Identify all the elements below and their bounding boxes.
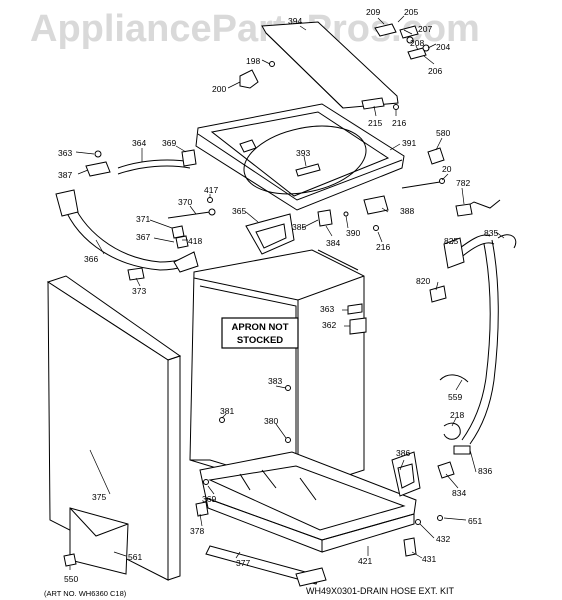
pump-bracket — [391, 451, 421, 497]
callout-367: 367 — [136, 232, 150, 242]
callout-782: 782 — [456, 178, 470, 188]
apron-note-line-2: STOCKED — [237, 335, 283, 346]
callout-205: 205 — [404, 7, 418, 17]
callout-834: 834 — [452, 488, 466, 498]
callout-378: 378 — [190, 526, 204, 536]
callout-387: 387 — [58, 170, 72, 180]
top-cover — [195, 103, 405, 211]
callout-825: 825 — [444, 236, 458, 246]
callout-580: 580 — [436, 128, 450, 138]
callout-421: 421 — [358, 556, 372, 566]
callout-388: 388 — [400, 206, 414, 216]
callout-200: 200 — [212, 84, 226, 94]
lid-hinge-bracket — [85, 149, 197, 177]
callout-215: 215 — [368, 118, 382, 128]
callout-384: 384 — [326, 238, 340, 248]
callout-373: 373 — [132, 286, 146, 296]
callout-369a: 369 — [162, 138, 176, 148]
callout-363b: 363 — [320, 304, 334, 314]
callout-20: 20 — [442, 164, 452, 174]
callout-208: 208 — [410, 38, 424, 48]
callout-370: 370 — [178, 197, 192, 207]
callout-836: 836 — [478, 466, 492, 476]
callout-393: 393 — [296, 148, 310, 158]
cabinet — [189, 249, 365, 493]
callout-386: 386 — [396, 448, 410, 458]
callout-375: 375 — [92, 492, 106, 502]
art-number: (ART NO. WH6360 C18) — [44, 589, 127, 598]
callout-371: 371 — [136, 214, 150, 224]
callout-381: 381 — [220, 406, 234, 416]
lid — [261, 21, 399, 109]
base-hardware — [195, 479, 443, 587]
callout-418: 418 — [188, 236, 202, 246]
callout-216b: 216 — [376, 242, 390, 252]
callout-366: 366 — [84, 254, 98, 264]
callout-417: 417 — [204, 185, 218, 195]
callout-369b: 369 — [202, 494, 216, 504]
drain-hose-kit-note: WH49X0301-DRAIN HOSE EXT. KIT — [306, 586, 455, 596]
callout-204: 204 — [436, 42, 450, 52]
base — [199, 451, 417, 553]
callout-365: 365 — [232, 206, 246, 216]
callout-559: 559 — [448, 392, 462, 402]
rear-bracket — [245, 213, 295, 255]
callout-550: 550 — [64, 574, 78, 584]
callout-209: 209 — [366, 7, 380, 17]
callout-206: 206 — [428, 66, 442, 76]
lid-switch-parts — [239, 23, 430, 110]
callout-380: 380 — [264, 416, 278, 426]
callout-432: 432 — [436, 534, 450, 544]
lid-switch-and-harness — [317, 147, 501, 231]
callout-835: 835 — [484, 228, 498, 238]
callout-198: 198 — [246, 56, 260, 66]
front-brace — [55, 189, 199, 281]
callout-363a: 363 — [58, 148, 72, 158]
apron-note-line-1: APRON NOT — [232, 322, 289, 333]
rod-and-clips — [167, 197, 216, 249]
callout-391: 391 — [402, 138, 416, 148]
callout-651: 651 — [468, 516, 482, 526]
leader-lines — [69, 15, 505, 570]
callout-218: 218 — [450, 410, 464, 420]
callout-390: 390 — [346, 228, 360, 238]
callout-394: 394 — [288, 16, 302, 26]
callout-820: 820 — [416, 276, 430, 286]
callout-377: 377 — [236, 558, 250, 568]
callout-383: 383 — [268, 376, 282, 386]
callout-207: 207 — [418, 24, 432, 34]
callout-561: 561 — [128, 552, 142, 562]
callout-385: 385 — [292, 222, 306, 232]
literature-bag — [63, 507, 129, 575]
drain-hose — [429, 234, 517, 479]
callout-216a: 216 — [392, 118, 406, 128]
callout-364: 364 — [132, 138, 146, 148]
callout-431: 431 — [422, 554, 436, 564]
apron-note-box: APRON NOT STOCKED — [221, 317, 299, 349]
callout-362: 362 — [322, 320, 336, 330]
front-panel — [46, 275, 182, 581]
